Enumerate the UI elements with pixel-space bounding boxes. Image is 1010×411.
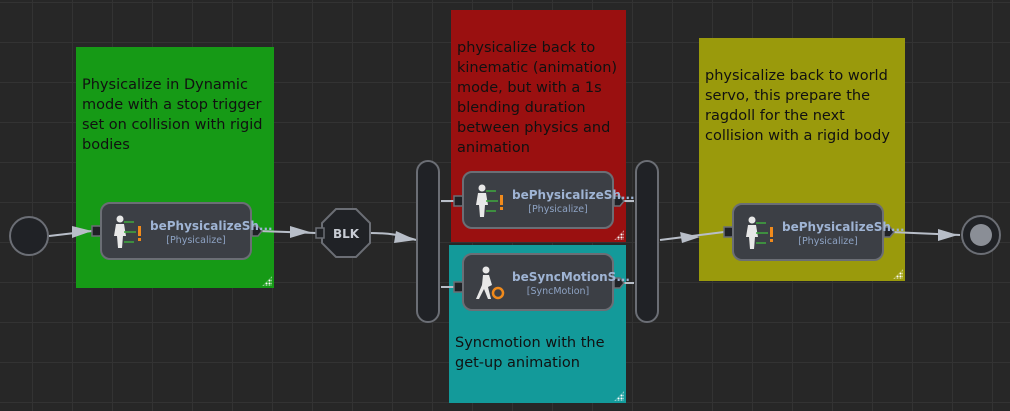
resize-grip[interactable] [614,230,624,240]
comment-text: physicalize back to world servo, this pr… [705,68,890,144]
node-title: bePhysicalizeSh... [512,188,635,202]
blk-label: BLK [333,227,360,241]
physicalize-node-3[interactable]: bePhysicalizeSh... [Physicalize] [732,203,905,261]
resize-grip[interactable] [893,269,903,279]
end-node-fill [970,224,992,246]
sync-motion-node[interactable]: beSyncMotionS... [SyncMotion] [462,253,630,311]
physicalize-icon [110,214,144,250]
node-subtitle: [Physicalize] [528,204,588,215]
arrow-head [680,232,700,243]
physicalize-icon [472,183,506,219]
node-title: bePhysicalizeSh... [150,219,273,233]
physicalize-icon [742,215,776,251]
arrow-head [290,226,310,238]
resize-grip[interactable] [262,276,272,286]
comment-text: Syncmotion with the get-up animation [455,335,605,371]
physicalize-node-2[interactable]: bePhysicalizeSh... [Physicalize] [462,171,635,229]
node-subtitle: [Physicalize] [798,236,858,247]
comment-text: Physicalize in Dynamic mode with a stop … [82,77,263,153]
resize-grip[interactable] [614,391,624,401]
node-subtitle: [SyncMotion] [526,286,590,297]
sync-motion-icon [472,265,506,301]
node-title: bePhysicalizeSh... [782,220,905,234]
start-node [9,216,49,256]
physicalize-node-1[interactable]: bePhysicalizeSh... [Physicalize] [100,202,273,260]
parallel-join-bar[interactable] [635,160,659,323]
node-title: beSyncMotionS... [512,270,630,284]
comment-text: physicalize back to kinematic (animation… [457,40,618,156]
arrow-head [72,226,92,238]
arrow-head [938,229,958,241]
parallel-split-bar[interactable] [416,160,440,323]
node-subtitle: [Physicalize] [166,235,226,246]
arrow-head [394,231,416,243]
